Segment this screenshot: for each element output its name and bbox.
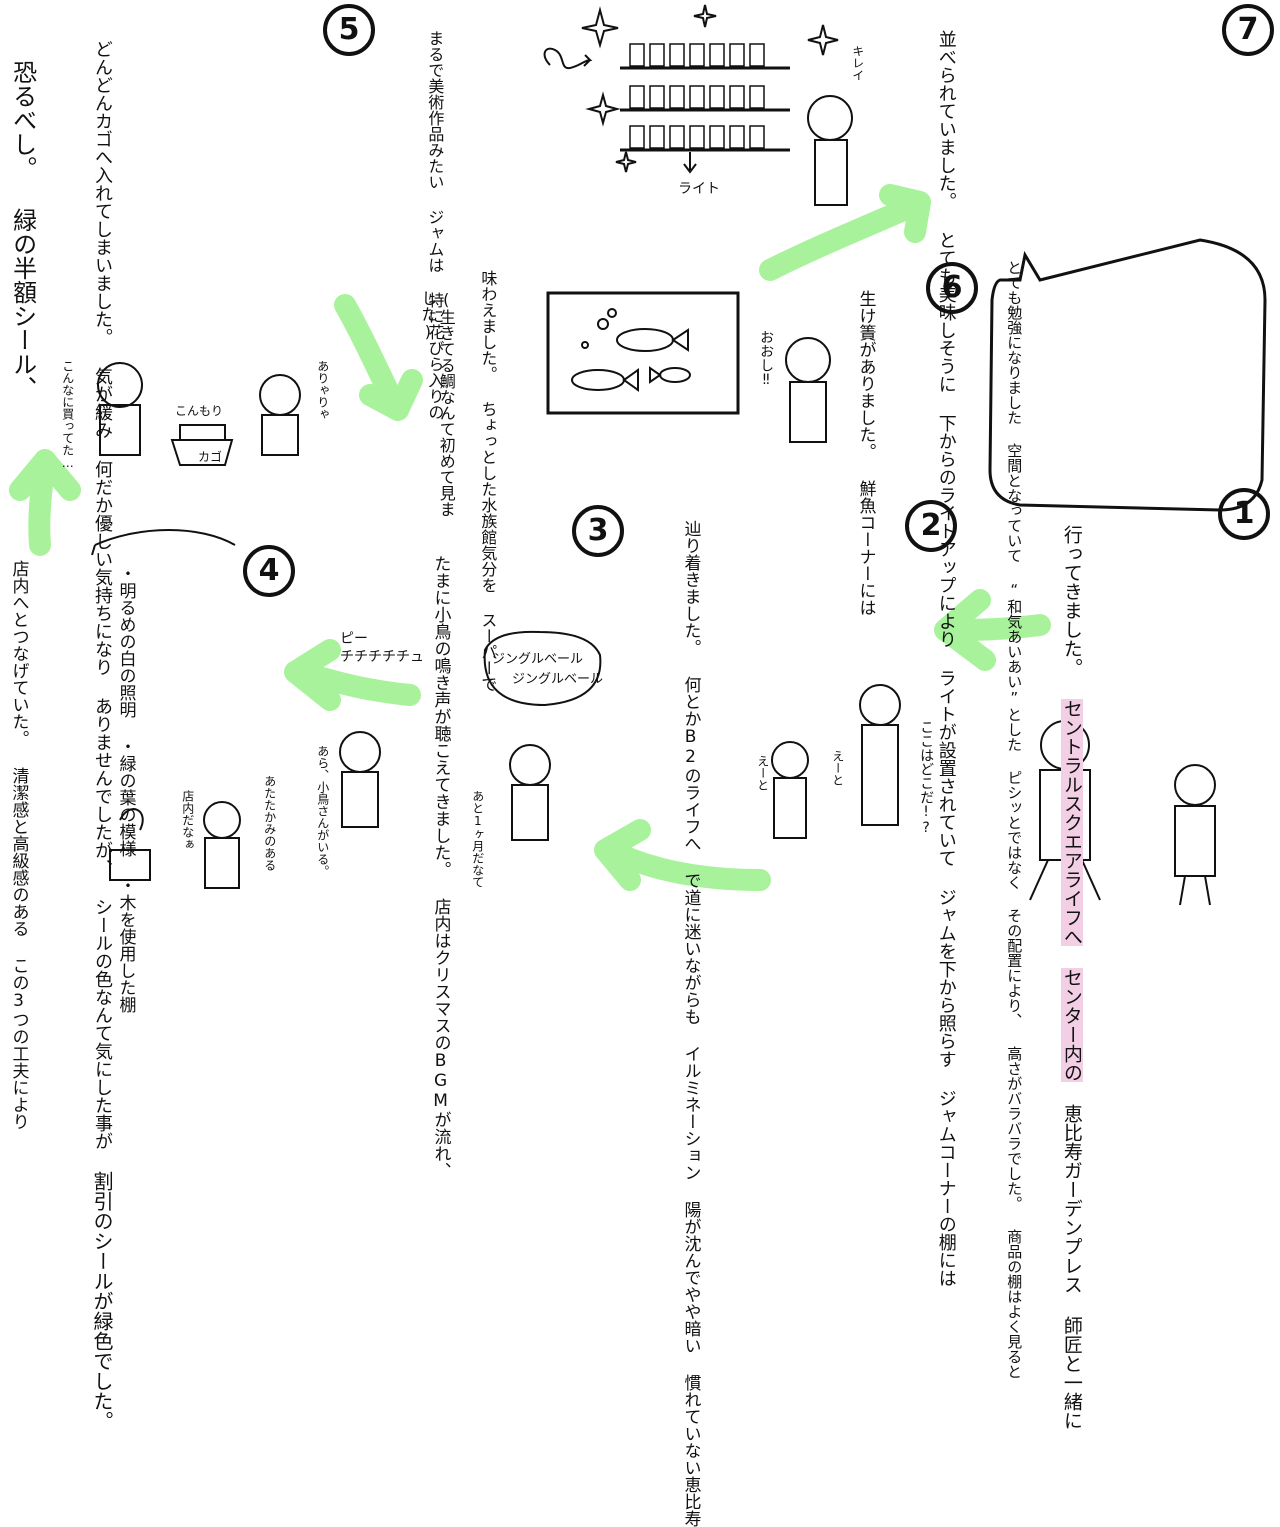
s2-line: 陽が沈んでやや暗い bbox=[680, 1201, 701, 1354]
jam-line: 特に花びら入りの bbox=[425, 292, 445, 420]
s4-line: 店内へとつなげていた。 bbox=[8, 560, 29, 747]
s7-line: ジャムコーナーの棚には bbox=[935, 1089, 957, 1287]
s3-bubble-line: ジングルベール bbox=[492, 652, 584, 667]
s4-speech-a: あたたかみのある bbox=[262, 775, 277, 871]
s1-line: 師匠と一緒に bbox=[1060, 1316, 1083, 1430]
s2-line: 何とかB2のライフへ bbox=[680, 676, 701, 852]
s2-line: 辿り着きました。 bbox=[680, 520, 701, 656]
s5-line: 何だか優しい気持ちになり bbox=[92, 460, 113, 676]
s1-line: 行ってきました。 bbox=[1060, 525, 1083, 677]
sparkle-icons bbox=[543, 4, 839, 173]
s3-bubble: ジングルベール ジングルベール bbox=[492, 650, 603, 690]
bubble-7-line: ピシッとではなく bbox=[1005, 770, 1024, 890]
s2-line: イルミネーション bbox=[680, 1045, 701, 1181]
bubble-7-text: とても勉強になりました 空間となっていて “和気あいあい”とした ピシッとではな… bbox=[1005, 260, 1024, 1379]
s4-speech-b: 店内だなぁ bbox=[180, 790, 195, 850]
section-number-5: 5 bbox=[323, 4, 375, 56]
s6-line: 生け簀がありました。 bbox=[855, 290, 876, 460]
s5-speech-b: ありゃりゃ bbox=[315, 360, 330, 420]
aquarium-line: ちょっとした水族館気分を bbox=[478, 401, 498, 593]
s5-line: 気が緩み bbox=[92, 367, 113, 439]
section-number-6: 6 bbox=[926, 262, 978, 314]
s3-bubble-line: ジングルベール bbox=[512, 672, 604, 687]
bubble-7-line: 空間となっていて bbox=[1005, 443, 1024, 563]
s2-line: 慣れていない恵比寿 bbox=[680, 1374, 701, 1527]
s7-line: 下からのライトアップにより bbox=[935, 414, 957, 648]
s5-line: 割引のシールが緑色でした。 bbox=[90, 1171, 114, 1431]
flow-arrow-6-7 bbox=[759, 194, 926, 281]
s3-line: たまに小鳥の鳴き声が聴こえてきました。 bbox=[430, 555, 451, 878]
s5-pile-label: こんもり bbox=[175, 404, 224, 418]
s7-line: とても美味しそうに bbox=[935, 231, 957, 393]
bubble-7-line: 高さがバラバラでした。 bbox=[1005, 1046, 1024, 1211]
s4-line: 清潔感と高級感のある bbox=[8, 767, 29, 937]
s7-line: ライトが設置されていて bbox=[935, 669, 957, 867]
section-3-text: たまに小鳥の鳴き声が聴こえてきました。 店内はクリスマスのBGMが流れ、 bbox=[430, 555, 451, 1179]
s5-basket-label: カゴ bbox=[198, 450, 223, 464]
s3-bird-sfx-2: チチチチチュ bbox=[340, 649, 424, 665]
s5-speech-a: こんなに買ってた… bbox=[60, 360, 75, 470]
section-6-text: 生け簀がありました。 鮮魚コーナーには bbox=[855, 290, 876, 616]
s4-list-item: ・緑の葉の模様 bbox=[115, 738, 136, 857]
section-4-list: ・明るめの白の照明 ・緑の葉の模様 ・木を使用した棚 bbox=[115, 565, 136, 1013]
section-1-text: 行ってきました。 セントラルスクエアライフへ センター内の 恵比寿ガーデンプレス… bbox=[1060, 525, 1083, 1430]
s4-list-item: ・木を使用した棚 bbox=[115, 877, 136, 1013]
section-7-text: 並べられていました。 とても美味しそうに 下からのライトアップにより ライトが設… bbox=[935, 30, 957, 1287]
bubble-7-line: とても勉強になりました bbox=[1005, 260, 1024, 425]
aquarium-paren: (生きてる鯛なんて初めて見ました) bbox=[418, 290, 456, 517]
s6-line: 鮮魚コーナーには bbox=[855, 480, 876, 616]
aquarium-line: 味わえました。 bbox=[478, 270, 498, 382]
s5-line: ありませんでしたが、 bbox=[92, 697, 113, 877]
section-5-conclusion: 恐るべし。 緑の半額シール、 bbox=[8, 60, 37, 400]
s1-line: 恵比寿ガーデンプレス bbox=[1060, 1104, 1083, 1294]
bubble-7-line: 商品の棚はよく見ると bbox=[1005, 1229, 1024, 1379]
section-number-3: 3 bbox=[572, 505, 624, 557]
section-number-1: 1 bbox=[1218, 488, 1270, 540]
section-5-text: どんどんカゴへ入れてしまいました。 気が緩み 何だか優しい気持ちになり ありませ… bbox=[90, 40, 114, 1431]
s5-line: 緑の半額シール、 bbox=[8, 208, 37, 400]
aquarium-frame bbox=[546, 291, 740, 415]
aquarium-text: 味わえました。 ちょっとした水族館気分を スーパーで bbox=[478, 270, 498, 692]
speech-bubble-7 bbox=[988, 238, 1267, 512]
s3-aside: あと1ヶ月だなて bbox=[470, 790, 485, 888]
s3-aside-2: あら、小鳥さんがいる。 bbox=[315, 745, 330, 877]
s3-bird-sfx-1: ピー bbox=[340, 631, 368, 647]
section-number-7: 7 bbox=[1222, 4, 1274, 56]
comic-page: 1 2 3 4 5 6 7 行ってきました。 セントラルスクエアライフへ センタ… bbox=[8, 4, 1274, 1527]
jam-line: まるで美術作品みたい bbox=[425, 30, 445, 190]
s5-line: どんどんカゴへ入れてしまいました。 bbox=[92, 40, 113, 346]
s6-speech: おおし‼ bbox=[758, 330, 775, 388]
bubble-7-line: その配置により、 bbox=[1005, 908, 1024, 1028]
s7-line: 並べられていました。 bbox=[935, 30, 957, 210]
jam-kirei-label: キレイ bbox=[850, 45, 865, 81]
s2-speech-b: えーと bbox=[830, 750, 845, 786]
illustration-layer bbox=[9, 4, 1267, 906]
jam-line: ジャムは bbox=[425, 209, 445, 273]
s3-line: 店内はクリスマスのBGMが流れ、 bbox=[430, 898, 451, 1179]
s4-list-item: ・明るめの白の照明 bbox=[115, 565, 136, 718]
section-4-text: 店内へとつなげていた。 清潔感と高級感のある この3つの工夫により bbox=[8, 560, 29, 1130]
s4-line: この3つの工夫により bbox=[8, 957, 29, 1130]
jam-text: まるで美術作品みたい ジャムは 特に花びら入りの bbox=[425, 30, 445, 420]
section-number-4: 4 bbox=[243, 545, 295, 597]
s2-line: で道に迷いながらも bbox=[680, 872, 701, 1025]
s1-line: セントラルスクエアライフへ bbox=[1060, 699, 1083, 946]
bubble-7-line: “和気あいあい”とした bbox=[1005, 581, 1024, 752]
s5-line: 恐るべし。 bbox=[8, 60, 37, 180]
jam-light-label: ライト bbox=[678, 181, 720, 197]
s2-speech-a: ここはどこだ!? bbox=[918, 720, 935, 836]
aquarium-line: スーパーで bbox=[478, 612, 498, 692]
s2-speech-c: えーと bbox=[755, 755, 770, 791]
section-2-text: 辿り着きました。 何とかB2のライフへ で道に迷いながらも イルミネーション 陽… bbox=[680, 520, 701, 1527]
s7-line: ジャムを下から照らす bbox=[935, 888, 957, 1068]
s5-line: シールの色なんて気にした事が bbox=[92, 898, 113, 1150]
section-number-2: 2 bbox=[905, 500, 957, 552]
s1-line: センター内の bbox=[1060, 968, 1083, 1082]
